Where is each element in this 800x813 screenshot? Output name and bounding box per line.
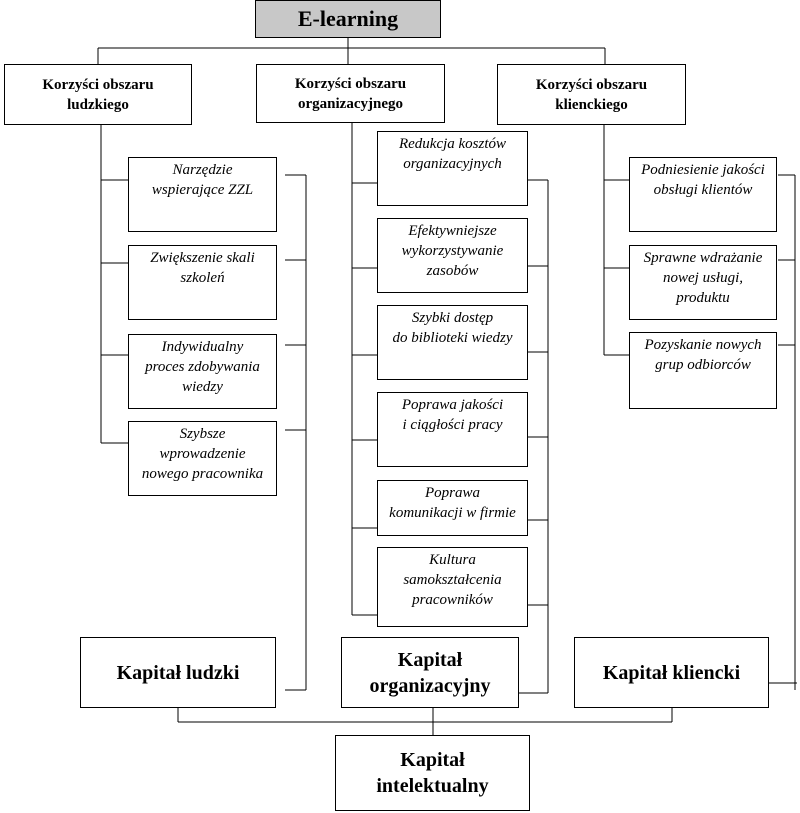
human-item-3-text: Indywidualny proces zdobywania wiedzy <box>145 339 260 395</box>
client-item-3: Pozyskanie nowych grup odbiorców <box>629 332 777 409</box>
human-item-2: Zwiększenie skali szkoleń <box>128 245 277 320</box>
capital-organizational-label: Kapitał organizacyjny <box>369 648 491 697</box>
elearning-title-text: E-learning <box>297 6 399 31</box>
org-item-2-text: Efektywniejsze wykorzystywanie zasobów <box>401 223 504 279</box>
client-item-1: Podniesienie jakości obsługi klientów <box>629 157 777 232</box>
org-item-3: Szybki dostęp do biblioteki wiedzy <box>377 305 528 380</box>
category-organizational-label: Korzyści obszaru organizacyjnego <box>294 75 407 112</box>
human-item-2-text: Zwiększenie skali szkoleń <box>150 250 255 286</box>
category-client-label: Korzyści obszaru klienckiego <box>535 76 648 113</box>
human-item-4: Szybsze wprowadzenie nowego pracownika <box>128 421 277 496</box>
client-item-1-text: Podniesienie jakości obsługi klientów <box>641 162 765 198</box>
capital-human: Kapitał ludzki <box>80 637 276 708</box>
client-item-2-text: Sprawne wdrażanie nowej usługi, produktu <box>643 250 763 306</box>
capital-client-label: Kapitał kliencki <box>602 661 741 684</box>
capital-intellectual: Kapitał intelektualny <box>335 735 530 811</box>
capital-organizational: Kapitał organizacyjny <box>341 637 519 708</box>
org-item-2: Efektywniejsze wykorzystywanie zasobów <box>377 218 528 293</box>
category-client: Korzyści obszaru klienckiego <box>497 64 686 125</box>
client-item-2: Sprawne wdrażanie nowej usługi, produktu <box>629 245 777 320</box>
org-item-6-text: Kultura samokształcenia pracowników <box>403 552 502 608</box>
category-human: Korzyści obszaru ludzkiego <box>4 64 192 125</box>
org-item-5: Poprawa komunikacji w firmie <box>377 480 528 536</box>
human-item-1-text: Narzędzie wspierające ZZL <box>151 162 254 198</box>
org-item-1-text: Redukcja kosztów organizacyjnych <box>398 136 507 172</box>
client-item-3-text: Pozyskanie nowych grup odbiorców <box>644 337 762 373</box>
org-item-1: Redukcja kosztów organizacyjnych <box>377 131 528 206</box>
org-item-3-text: Szybki dostęp do biblioteki wiedzy <box>392 310 513 346</box>
capital-human-label: Kapitał ludzki <box>116 661 240 684</box>
capital-intellectual-label: Kapitał intelektualny <box>376 749 489 797</box>
human-item-1: Narzędzie wspierające ZZL <box>128 157 277 232</box>
category-human-label: Korzyści obszaru ludzkiego <box>42 76 154 113</box>
org-item-6: Kultura samokształcenia pracowników <box>377 547 528 627</box>
org-item-4-text: Poprawa jakości i ciągłości pracy <box>401 397 504 433</box>
human-item-4-text: Szybsze wprowadzenie nowego pracownika <box>141 426 264 482</box>
human-item-3: Indywidualny proces zdobywania wiedzy <box>128 334 277 409</box>
category-organizational: Korzyści obszaru organizacyjnego <box>256 64 445 123</box>
org-item-4: Poprawa jakości i ciągłości pracy <box>377 392 528 467</box>
elearning-title: E-learning <box>255 0 441 38</box>
capital-client: Kapitał kliencki <box>574 637 769 708</box>
org-item-5-text: Poprawa komunikacji w firmie <box>389 485 516 521</box>
